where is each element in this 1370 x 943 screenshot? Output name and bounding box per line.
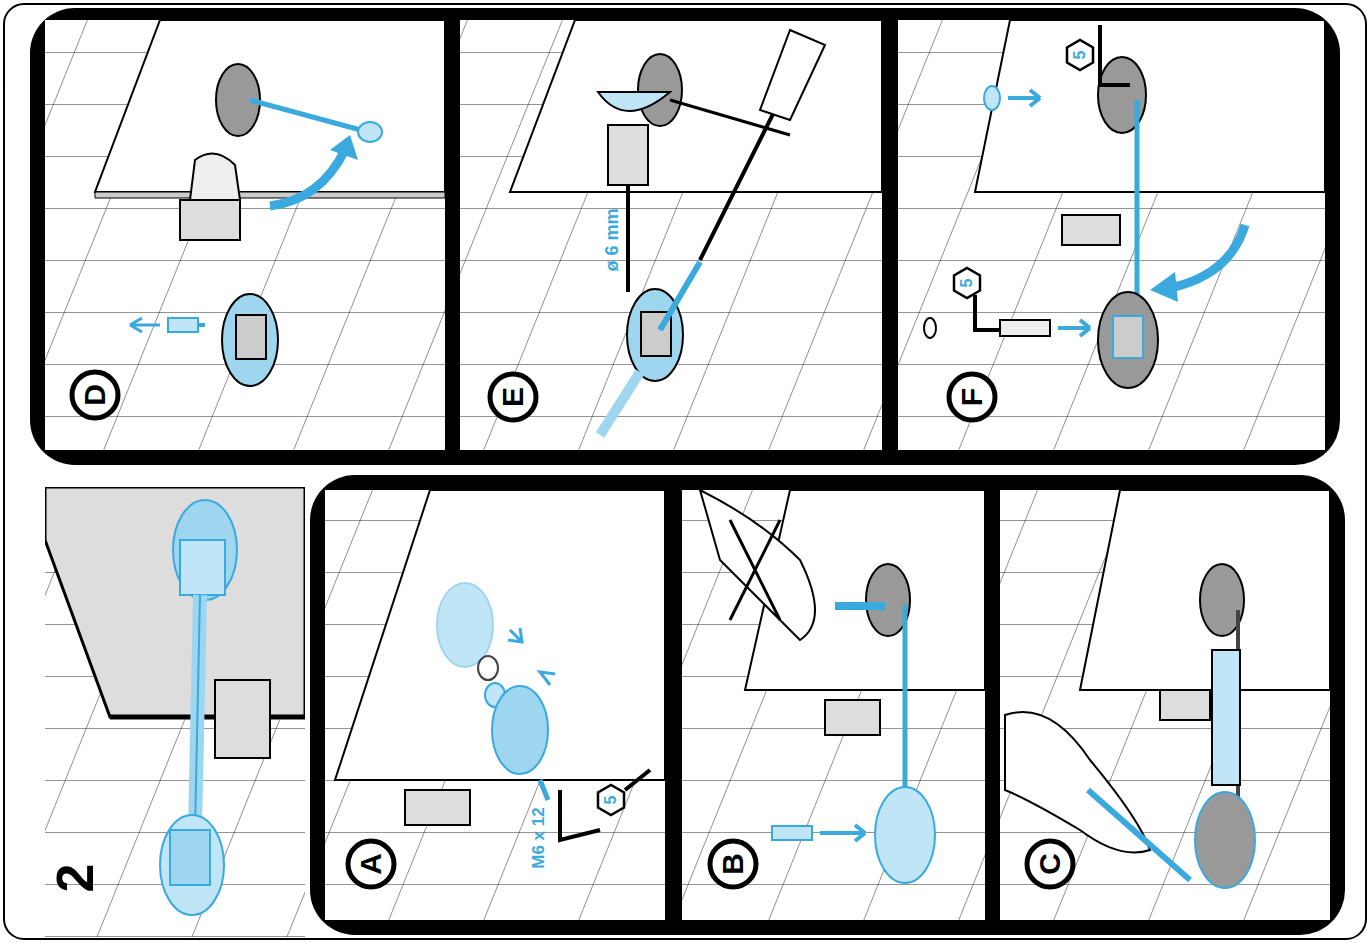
shape (710, 841, 756, 887)
shape (348, 841, 394, 887)
shape (954, 268, 980, 298)
step-letter-circle: B (707, 838, 759, 890)
hex-key-badge: 5 (594, 783, 628, 817)
shape (949, 374, 995, 420)
step-letter-circle: C (1024, 838, 1076, 890)
step-letter: B (718, 853, 748, 875)
step-letter-circle: F (946, 371, 998, 423)
shape (1067, 40, 1093, 70)
screw-size: M6 x 12 (530, 807, 547, 868)
hex-key-badge: 5 (950, 266, 984, 300)
step-letter: F (957, 388, 987, 406)
shape (72, 372, 118, 418)
shape (490, 374, 536, 420)
drill-dimension: ø 6 mm (603, 208, 621, 271)
key-size: 5 (959, 279, 975, 288)
key-size: 5 (1072, 51, 1088, 60)
shape (598, 785, 624, 815)
step-letter: C (1035, 853, 1065, 875)
step-letter: A (356, 853, 386, 875)
step-letter: D (80, 384, 110, 406)
step-letter-circle: E (487, 371, 539, 423)
step-letter-circle: A (345, 838, 397, 890)
hex-key-badge: 5 (1063, 38, 1097, 72)
step-letter: E (498, 387, 528, 407)
step-number: 2 (49, 864, 101, 893)
key-size: 5 (603, 796, 619, 805)
step-letter-circle: D (69, 369, 121, 421)
shape (1027, 841, 1073, 887)
